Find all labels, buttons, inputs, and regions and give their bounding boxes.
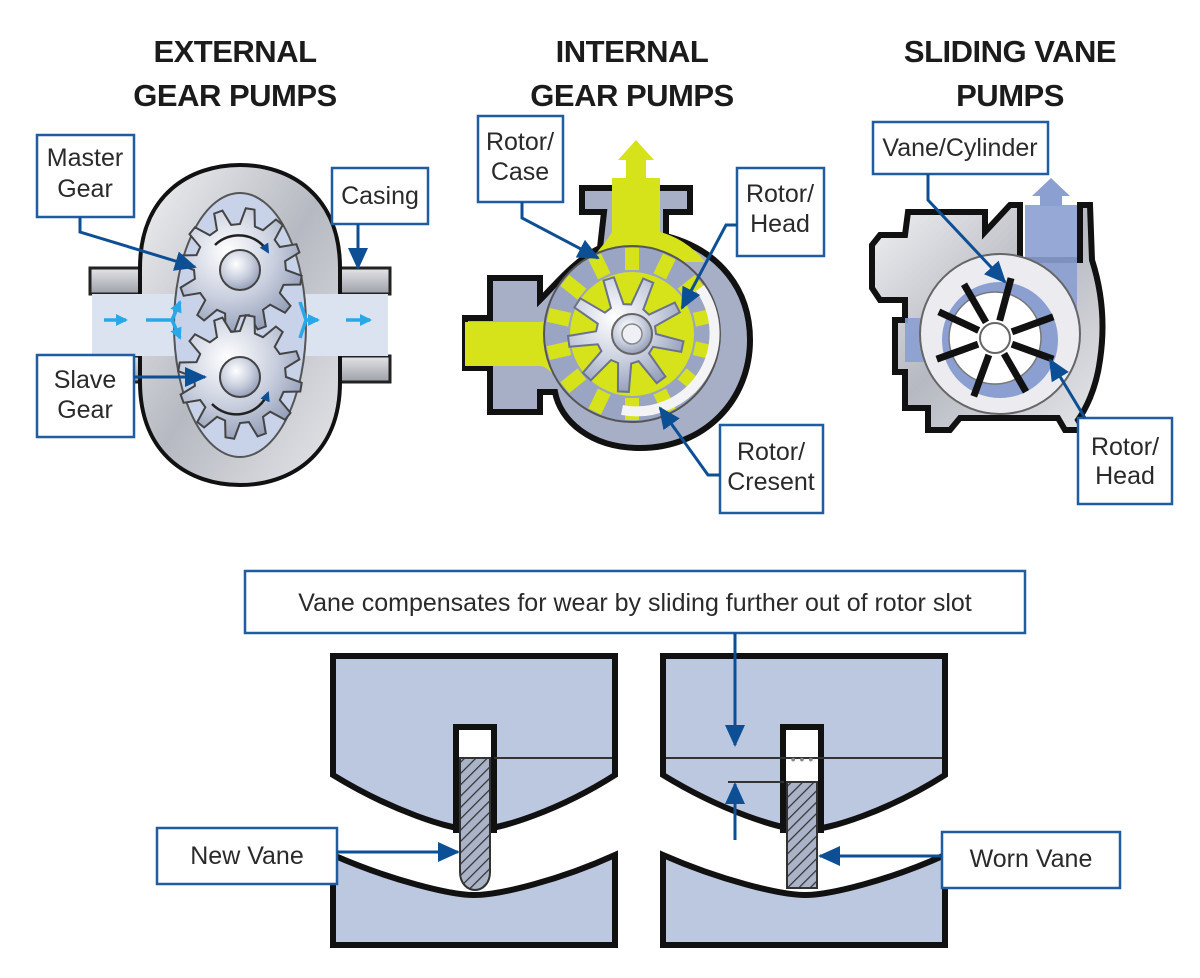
internal-gear-pump-panel: INTERNAL GEAR PUMPS Rotor/ Case Rotor/ H… (462, 34, 826, 515)
crescent (621, 285, 720, 417)
label-rotor-case: Rotor/ Case (476, 114, 600, 260)
master-gear-shaft (219, 249, 261, 291)
fluid-slot (588, 253, 611, 280)
rotor-crescent-leader-arrow-icon (658, 406, 720, 477)
label-rotor-crescent: Rotor/ Cresent (658, 406, 825, 515)
svg-text:Gear: Gear (57, 175, 113, 203)
rotor-head-vane-leader-arrow-icon (1048, 358, 1087, 419)
vane-wear-caption: Vane compensates for wear by sliding fur… (298, 589, 972, 617)
sliding-vane-title-line2: PUMPS (956, 78, 1064, 113)
sliding-vane-pump-panel: SLIDING VANE PUMPS Vane/Cylinder Rotor/ … (869, 34, 1174, 506)
fluid-slot (625, 248, 639, 270)
svg-text:Rotor/: Rotor/ (737, 438, 805, 466)
svg-text:Gear: Gear (57, 396, 113, 424)
label-rotor-head: Rotor/ Head (680, 166, 826, 310)
slave-gear-shaft (219, 356, 261, 398)
vane (1010, 340, 1055, 363)
fluid-slot (546, 341, 572, 360)
vane (970, 353, 993, 398)
svg-text:Cresent: Cresent (727, 468, 815, 496)
label-slave-gear: Slave Gear (35, 353, 207, 439)
caption-box: Vane compensates for wear by sliding fur… (243, 569, 1027, 635)
external-gear-pump-panel: EXTERNAL GEAR PUMPS Master (35, 34, 430, 488)
svg-text:Slave: Slave (54, 366, 117, 394)
fluid-slot (560, 368, 587, 394)
svg-text:Rotor/: Rotor/ (746, 180, 814, 208)
slave-rotation-arrow-icon (211, 391, 270, 416)
label-vane-cylinder: Vane/Cylinder (871, 120, 1050, 284)
flow-direction-arrows-icon (104, 300, 372, 340)
vane (937, 308, 981, 334)
fluid-slot (588, 388, 611, 415)
label-casing: Casing (330, 166, 430, 270)
label-master-gear: Master Gear (35, 133, 197, 271)
svg-text:Worn Vane: Worn Vane (970, 845, 1093, 873)
svg-text:• • •: • • • (791, 751, 814, 767)
external-gear-title-line2: GEAR PUMPS (133, 78, 336, 113)
rotor-case-leader-arrow-icon (520, 202, 600, 260)
svg-text:Case: Case (491, 158, 549, 186)
outflow-arrow-icon (618, 140, 654, 178)
master-rotation-arrow-icon (214, 234, 270, 254)
new-vane (459, 757, 491, 892)
vane (1010, 313, 1055, 336)
vane (960, 282, 990, 325)
new-vane-block (330, 653, 618, 948)
svg-text:Casing: Casing (341, 182, 419, 210)
label-new-vane: New Vane (155, 826, 460, 886)
vane (996, 277, 1015, 322)
external-gear-title-line1: EXTERNAL (153, 34, 316, 69)
fluid-slot (653, 253, 676, 280)
svg-text:Vane/Cylinder: Vane/Cylinder (882, 134, 1037, 162)
svg-text:Head: Head (1095, 462, 1155, 490)
internal-gear-title-line1: INTERNAL (556, 34, 709, 69)
vanes (935, 277, 1055, 398)
svg-text:Head: Head (750, 210, 810, 238)
vane (935, 340, 980, 363)
svg-text:Master: Master (47, 144, 123, 172)
vane-cylinder-leader-arrow-icon (926, 174, 1007, 284)
sliding-vane-title-line1: SLIDING VANE (904, 34, 1116, 69)
internal-gear-title-line2: GEAR PUMPS (530, 78, 733, 113)
label-worn-vane: Worn Vane (818, 830, 1122, 890)
worn-vane (786, 781, 818, 889)
outlet-fluid (590, 178, 705, 262)
svg-text:Rotor/: Rotor/ (486, 128, 554, 156)
svg-text:Rotor/: Rotor/ (1091, 433, 1159, 461)
fluid-slot (560, 274, 587, 300)
label-rotor-head-vane: Rotor/ Head (1048, 358, 1174, 506)
rotor-hub (979, 322, 1011, 354)
outflow-arrow-icon (1032, 178, 1070, 206)
vane (1000, 351, 1030, 394)
master-gear-leader-arrow-icon (78, 217, 197, 271)
rotor-head-leader-arrow-icon (680, 223, 737, 310)
vane-wear-detail: Vane compensates for wear by sliding fur… (155, 569, 1122, 948)
svg-text:New Vane: New Vane (190, 842, 304, 870)
fluid-slot (546, 308, 572, 327)
worn-vane-block: • • • (660, 633, 948, 948)
